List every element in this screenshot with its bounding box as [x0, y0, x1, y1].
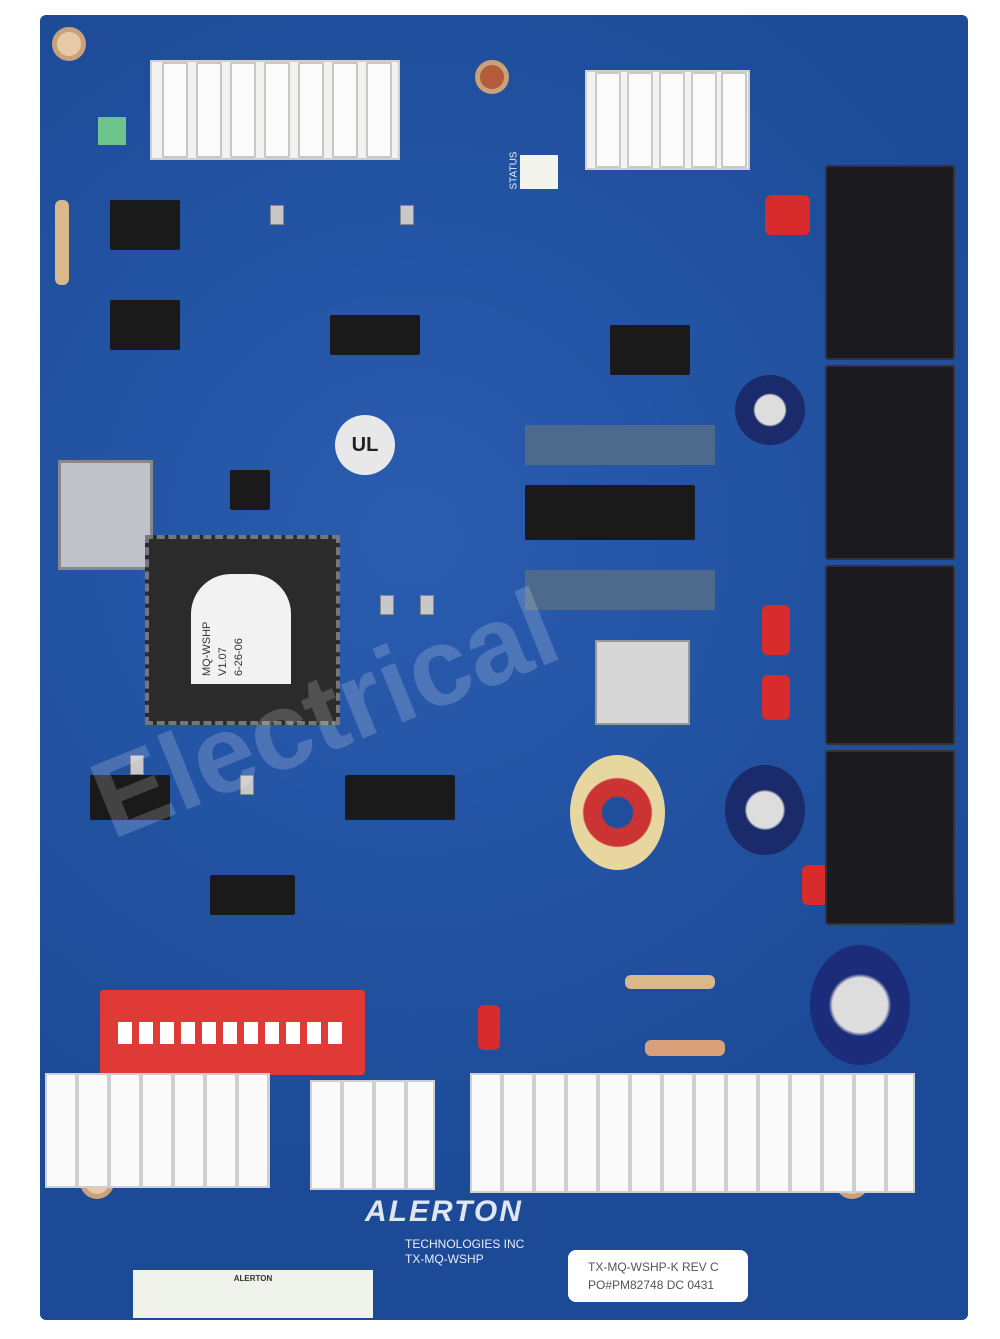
relay	[825, 565, 955, 745]
film-capacitor	[762, 675, 790, 720]
top-left-connector	[150, 60, 400, 160]
firmware-chip-label: MQ-WSHP V1.07 6-26-06	[191, 574, 291, 684]
electrolytic-capacitor	[725, 765, 805, 855]
heat-pad	[525, 570, 715, 610]
ic-chip	[610, 325, 690, 375]
power-led	[98, 117, 126, 145]
ic-chip	[90, 775, 170, 820]
bottom-middle-terminal	[310, 1080, 435, 1190]
ic-chip	[230, 470, 270, 510]
dip-switch[interactable]	[100, 990, 365, 1075]
status-silk: STATUS	[508, 151, 520, 190]
ic-chip	[210, 875, 295, 915]
chip-label-line: 6-26-06	[233, 638, 245, 676]
film-capacitor	[762, 605, 790, 655]
model-silk: TX-MQ-WSHP	[405, 1252, 484, 1266]
brand-logo: ALERTON	[365, 1195, 523, 1228]
resistor	[625, 975, 715, 989]
product-label: TX-MQ-WSHP-K REV C PO#PM82748 DC 0431	[568, 1250, 748, 1302]
circuit-board: STATUS MQ-WSHP V1.07 6-26-06 UL	[40, 15, 968, 1320]
status-led	[520, 155, 558, 189]
film-capacitor	[802, 865, 828, 905]
product-label-line: TX-MQ-WSHP-K REV C	[588, 1260, 719, 1274]
ic-chip	[345, 775, 455, 820]
voltage-regulator	[595, 640, 690, 725]
mounting-hole	[475, 60, 509, 94]
bottom-left-terminal	[45, 1073, 270, 1188]
warning-label: ALERTON	[133, 1270, 373, 1318]
resistor	[645, 1040, 725, 1056]
resistor	[55, 200, 69, 285]
crystal-oscillator	[58, 460, 153, 570]
electrolytic-capacitor	[735, 375, 805, 445]
top-right-connector	[585, 70, 750, 170]
chip-label-line: V1.07	[217, 647, 229, 676]
smd-component	[420, 595, 434, 615]
smd-component	[380, 595, 394, 615]
ic-chip	[330, 315, 420, 355]
ic-chip	[110, 300, 180, 350]
dip-switch-toggles[interactable]	[118, 1022, 348, 1044]
smd-component	[240, 775, 254, 795]
company-silk: TECHNOLOGIES INC	[405, 1237, 525, 1251]
heat-pad	[525, 425, 715, 465]
relay	[825, 750, 955, 925]
electrolytic-capacitor	[810, 945, 910, 1065]
warning-label-title: ALERTON	[233, 1274, 273, 1283]
smd-component	[400, 205, 414, 225]
chip-label-line: MQ-WSHP	[201, 621, 213, 676]
relay	[825, 165, 955, 360]
toroid-inductor	[570, 755, 665, 870]
mounting-hole	[52, 27, 86, 61]
product-label-line: PO#PM82748 DC 0431	[588, 1278, 715, 1292]
plcc-socket: MQ-WSHP V1.07 6-26-06	[145, 535, 340, 725]
bottom-right-terminal	[470, 1073, 915, 1193]
ul-mark-icon: UL	[335, 415, 395, 475]
smd-component	[130, 755, 144, 775]
film-capacitor	[478, 1005, 500, 1050]
ic-chip	[525, 485, 695, 540]
film-capacitor	[765, 195, 810, 235]
smd-component	[270, 205, 284, 225]
ic-chip	[110, 200, 180, 250]
relay	[825, 365, 955, 560]
